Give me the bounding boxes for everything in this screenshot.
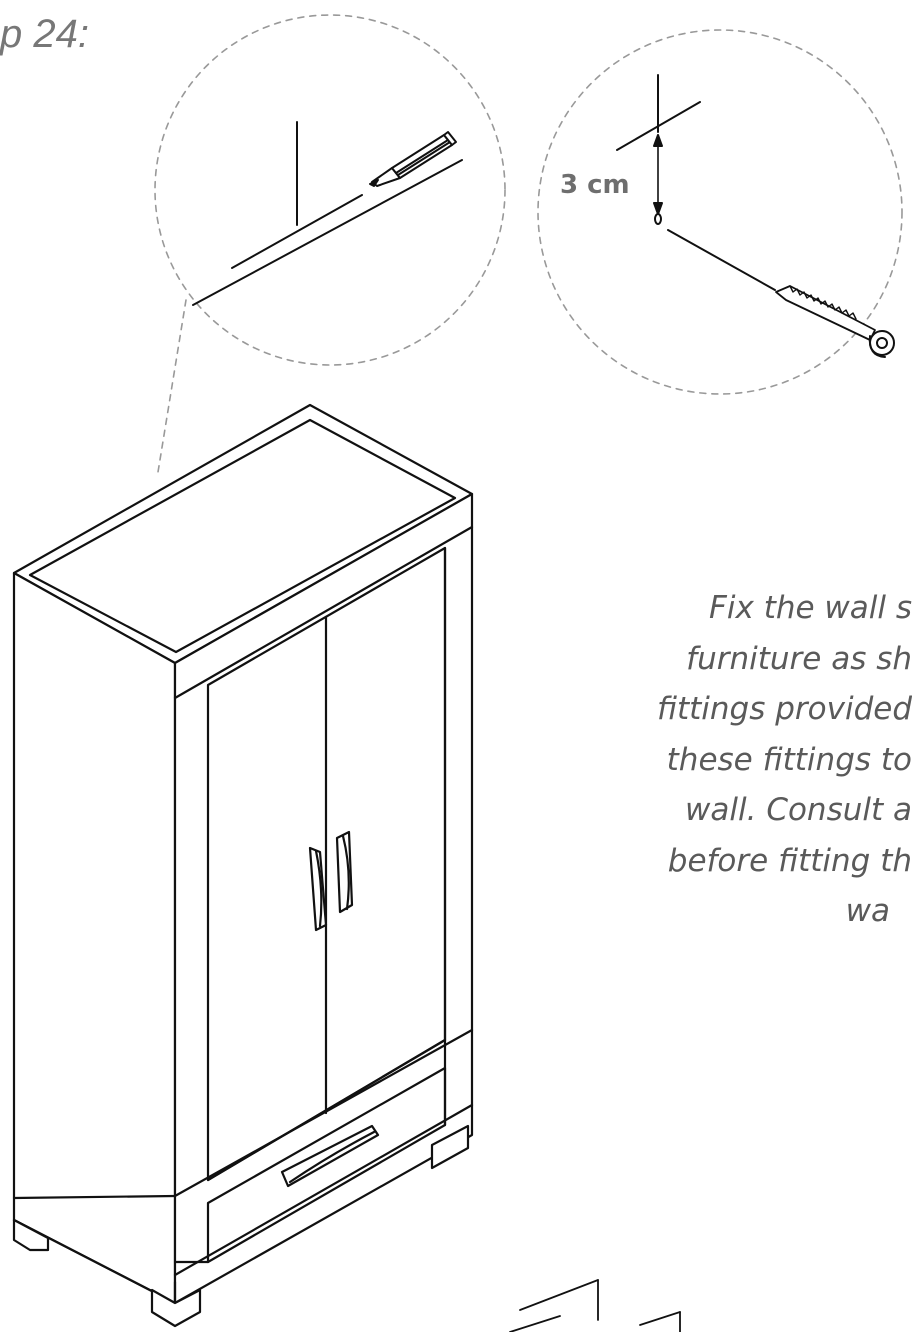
instruction-line: furniture as sh: [686, 640, 912, 677]
screw-icon: [775, 285, 895, 358]
floor-boards: [509, 1279, 681, 1332]
instruction-text: Fix the wall s furniture as sh fittings …: [582, 583, 912, 937]
instruction-line: fittings provided: [656, 691, 912, 727]
drawer-handle: [280, 1124, 380, 1188]
pencil-icon: [369, 131, 457, 187]
wardrobe-illustration: [12, 403, 474, 1328]
door-handle-right: [335, 830, 354, 914]
door-handle-left: [308, 846, 328, 932]
instruction-line: wall. Consult a: [685, 792, 912, 828]
instruction-line: before fitting th: [667, 842, 912, 879]
instruction-line: these fittings to: [666, 741, 912, 778]
instruction-line: Fix the wall s: [709, 590, 912, 626]
detail-circle-pencil-mark: [154, 14, 506, 473]
step-number: p 24:: [0, 12, 89, 56]
instruction-line: wa: [845, 893, 890, 929]
measurement-label: 3 cm: [560, 170, 630, 200]
detail-circle-measurement: [537, 29, 903, 395]
